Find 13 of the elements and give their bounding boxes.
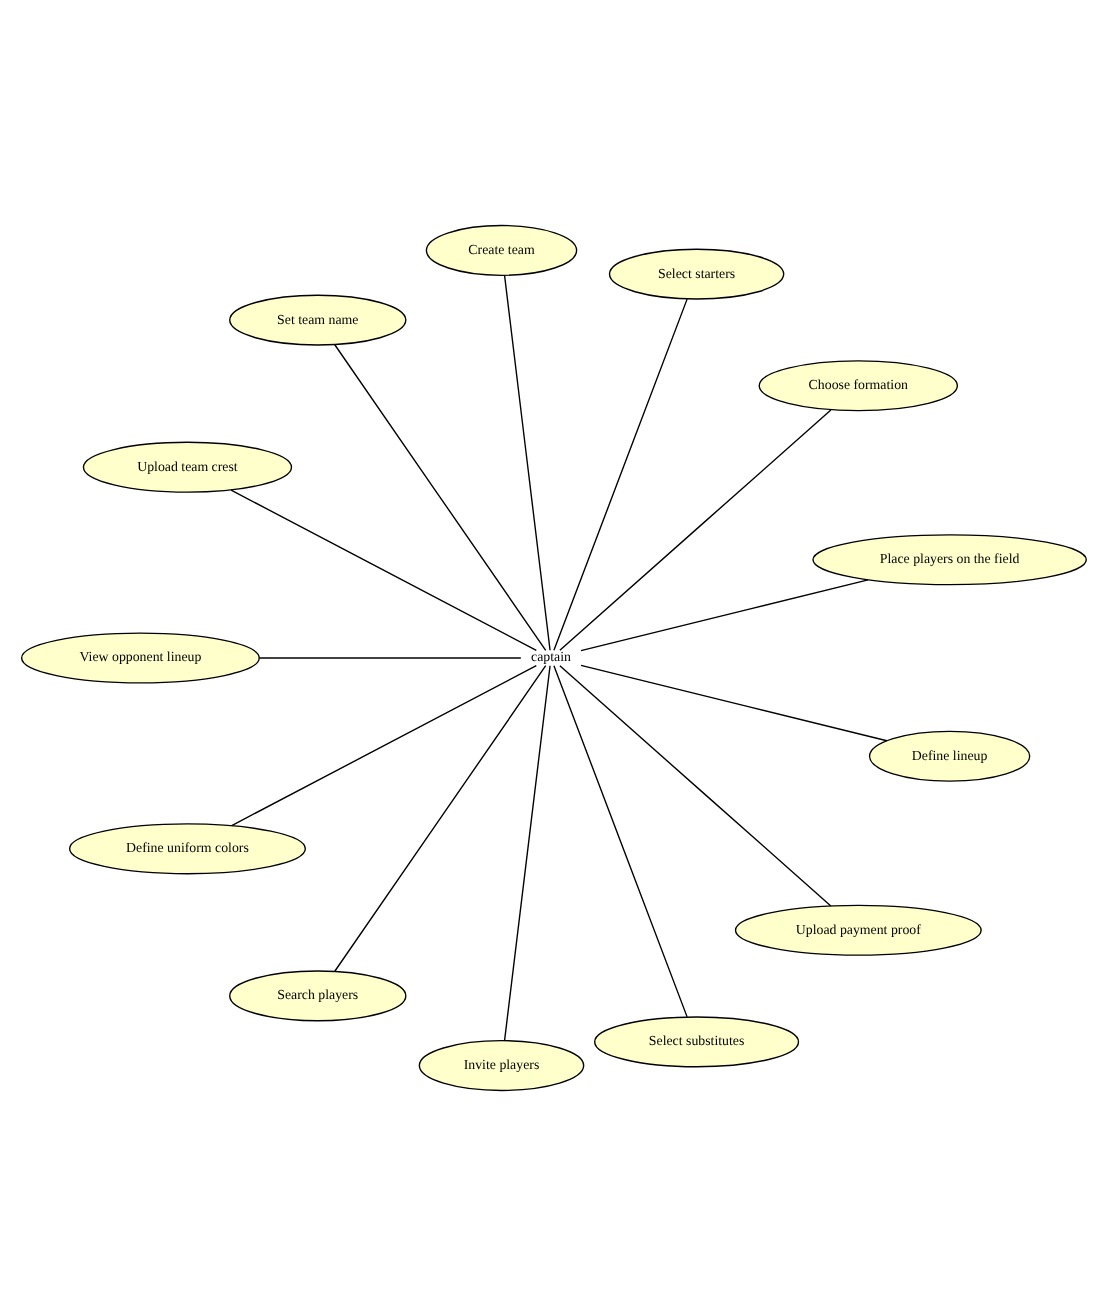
connector [334, 344, 547, 651]
connector [503, 665, 551, 1042]
connector [580, 664, 888, 742]
connector [334, 665, 547, 972]
connector [258, 657, 522, 659]
connector [559, 665, 832, 907]
connector [230, 489, 537, 651]
connector [553, 665, 688, 1018]
connector [231, 665, 537, 827]
connector [553, 298, 688, 652]
connector [503, 274, 551, 651]
connector [559, 409, 832, 651]
connector [580, 579, 869, 652]
